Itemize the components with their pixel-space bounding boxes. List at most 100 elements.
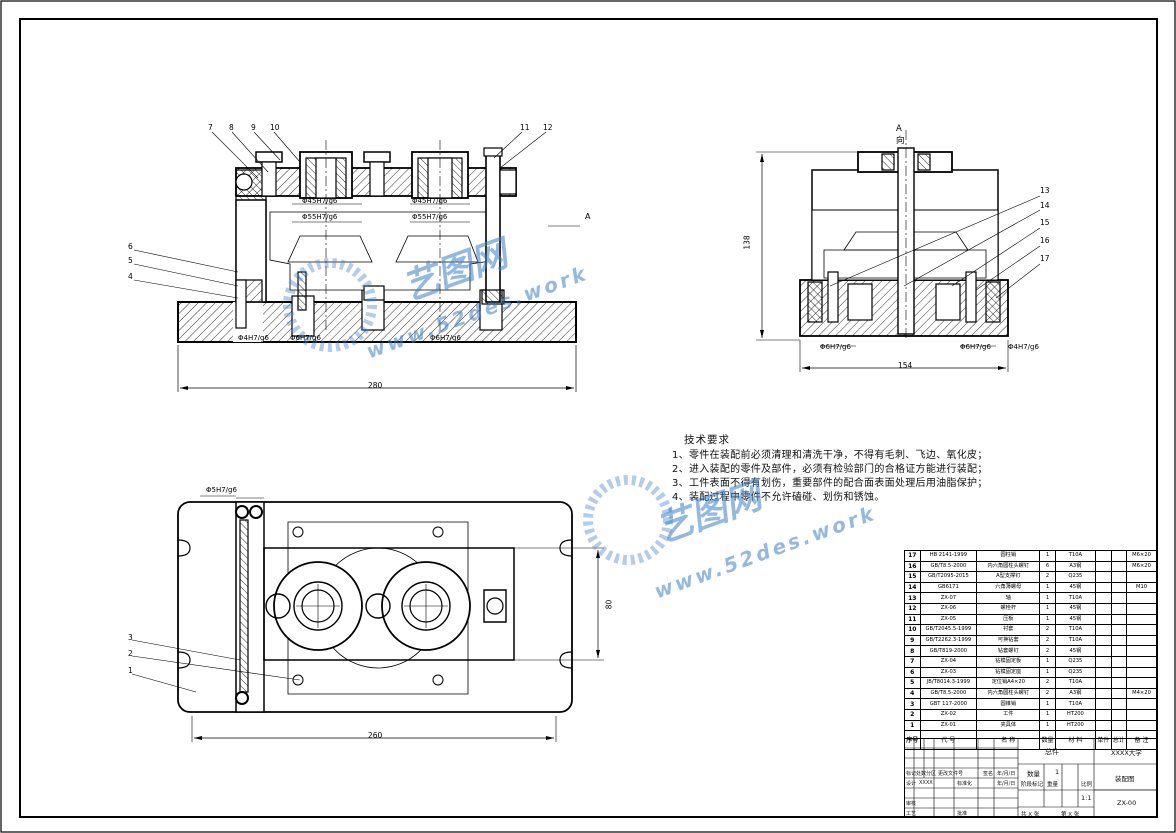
top-fit-5: Φ5H7/g6 (206, 486, 237, 494)
bom-header-name: 名 称 (976, 730, 1041, 751)
bom-cell-name: 内六角圆柱头螺钉 (976, 560, 1041, 573)
bom-cell-mat: 45钢 (1054, 613, 1097, 626)
callout-3: 3 (128, 633, 133, 642)
bom-cell-code: ZX-04 (919, 655, 978, 668)
title-block-grid (904, 738, 1157, 817)
bom-cell-no: 17 (904, 550, 921, 562)
tb-drawing-type: 装配图 (1115, 775, 1135, 783)
bom-cell-w2 (1110, 592, 1127, 604)
tb-review: 审核 (906, 801, 917, 807)
bom-cell-name: 螺栓杆 (976, 602, 1041, 615)
side-fit-6-left: Φ6H7/g6 (820, 343, 851, 351)
tb-design: 设计 (906, 781, 917, 787)
callout-14: 14 (1040, 201, 1050, 210)
bom-cell-w1 (1095, 698, 1112, 710)
tb-std: 标准化 (957, 781, 973, 787)
bom-header-mat: 材 料 (1054, 730, 1097, 751)
bom-cell-rem (1126, 571, 1157, 583)
bom-cell-name: 衬套 (976, 624, 1041, 636)
bom-cell-mat: A3钢 (1054, 687, 1097, 700)
bom-cell-mat: T10A (1054, 624, 1097, 636)
callout-15: 15 (1040, 218, 1050, 227)
bom-cell-no: 9 (904, 634, 921, 647)
bom-cell-rem: M4×20 (1126, 687, 1157, 700)
tech-requirement-2: 2、进入装配的零件及部件，必须有检验部门的合格证方能进行装配； (672, 464, 988, 475)
bom-cell-name: 定位销A4×20 (976, 677, 1041, 689)
bom-cell-w2 (1110, 698, 1127, 710)
dim-138: 138 (742, 235, 752, 250)
bom-cell-rem (1126, 645, 1157, 657)
bom-cell-no: 13 (904, 592, 921, 604)
bom-cell-name: 内六角圆柱头螺钉 (976, 687, 1041, 700)
bom-cell-w2 (1110, 666, 1127, 679)
callout-8: 8 (229, 123, 234, 132)
bom-cell-mat: T10A (1054, 677, 1097, 689)
bom-cell-no: 16 (904, 560, 921, 573)
bom-cell-code: GBT 117-2000 (919, 698, 978, 710)
tb-scale-label: 比例 (1081, 782, 1093, 788)
fit-55-right: Φ55H7/g6 (412, 213, 448, 221)
bom-cell-no: 5 (904, 677, 921, 689)
bom-cell-w2 (1110, 602, 1127, 615)
tb-count-label: 数量 (1027, 770, 1040, 778)
bom-cell-w2 (1110, 624, 1127, 636)
callout-13: 13 (1040, 186, 1050, 195)
bom-cell-mat: A3钢 (1054, 560, 1097, 573)
callout-16: 16 (1040, 236, 1050, 245)
bom-cell-w1 (1095, 677, 1112, 689)
watermark-globe-bottom (583, 475, 673, 565)
bom-cell-mat: 45钢 (1054, 645, 1097, 657)
title-block: 总件 XXXX大学 数量 1 阶段标记 重量 比例 1:1 装配图 ZX-00 … (904, 738, 1157, 818)
dim-154: 154 (898, 361, 913, 370)
bom-cell-name: 轴 (976, 592, 1041, 604)
bom-cell-name: 钻模固定座 (976, 666, 1041, 679)
bom-cell-qty: 1 (1039, 550, 1056, 562)
bom-cell-rem (1126, 708, 1157, 721)
bom-cell-no: 12 (904, 602, 921, 615)
bom-cell-mat: Q235 (1054, 655, 1097, 668)
callout-12: 12 (543, 123, 553, 132)
bom-cell-w1 (1095, 602, 1112, 615)
callout-2: 2 (128, 649, 133, 658)
bom-cell-code: ZX-03 (919, 666, 978, 679)
fit-6-left: Φ6H7/g6 (290, 334, 321, 342)
callout-4: 4 (128, 272, 133, 281)
tech-requirement-4: 4、装配过程中零件不允许磕碰、划伤和锈蚀。 (672, 492, 885, 503)
callout-17: 17 (1040, 254, 1050, 263)
bom-cell-code: GB/T2262.3-1999 (919, 634, 978, 647)
bom-cell-rem (1126, 677, 1157, 689)
tb-date: 年/月/日 (997, 771, 1016, 777)
bom-cell-no: 10 (904, 624, 921, 636)
bom-cell-code: GB/T819-2000 (919, 645, 978, 657)
bom-cell-w1 (1095, 708, 1112, 721)
bom-cell-w1 (1095, 645, 1112, 657)
bom-cell-qty: 1 (1039, 602, 1056, 615)
bom-cell-name: A型支撑钉 (976, 571, 1041, 583)
bom-cell-w2 (1110, 571, 1127, 583)
bom-cell-w1 (1095, 581, 1112, 594)
bom-cell-w2 (1110, 677, 1127, 689)
bom-cell-mat: 45钢 (1054, 602, 1097, 615)
bom-header-rem: 备 注 (1126, 730, 1157, 751)
tb-drawing-no: ZX-00 (1117, 799, 1137, 807)
bom-cell-w1 (1095, 560, 1112, 573)
bom-cell-name: 圆锥销 (976, 698, 1041, 710)
tb-school: XXXX大学 (1111, 749, 1142, 757)
view-a-label: A向 (896, 124, 905, 146)
bom-cell-w1 (1095, 634, 1112, 647)
bom-cell-mat: T10A (1054, 634, 1097, 647)
callout-6: 6 (128, 242, 133, 251)
bom-cell-no: 6 (904, 666, 921, 679)
tb-marks: 标记 (906, 771, 917, 777)
bom-cell-w2 (1110, 655, 1127, 668)
bom-cell-rem (1126, 666, 1157, 679)
section-a-mark: A (585, 212, 591, 221)
callout-5: 5 (128, 256, 133, 265)
callout-11: 11 (520, 123, 530, 132)
fit-4: Φ4H7/g6 (238, 334, 269, 342)
bom-cell-name: 工件 (976, 708, 1041, 721)
fit-45-left: Φ45H7/g6 (302, 197, 338, 205)
